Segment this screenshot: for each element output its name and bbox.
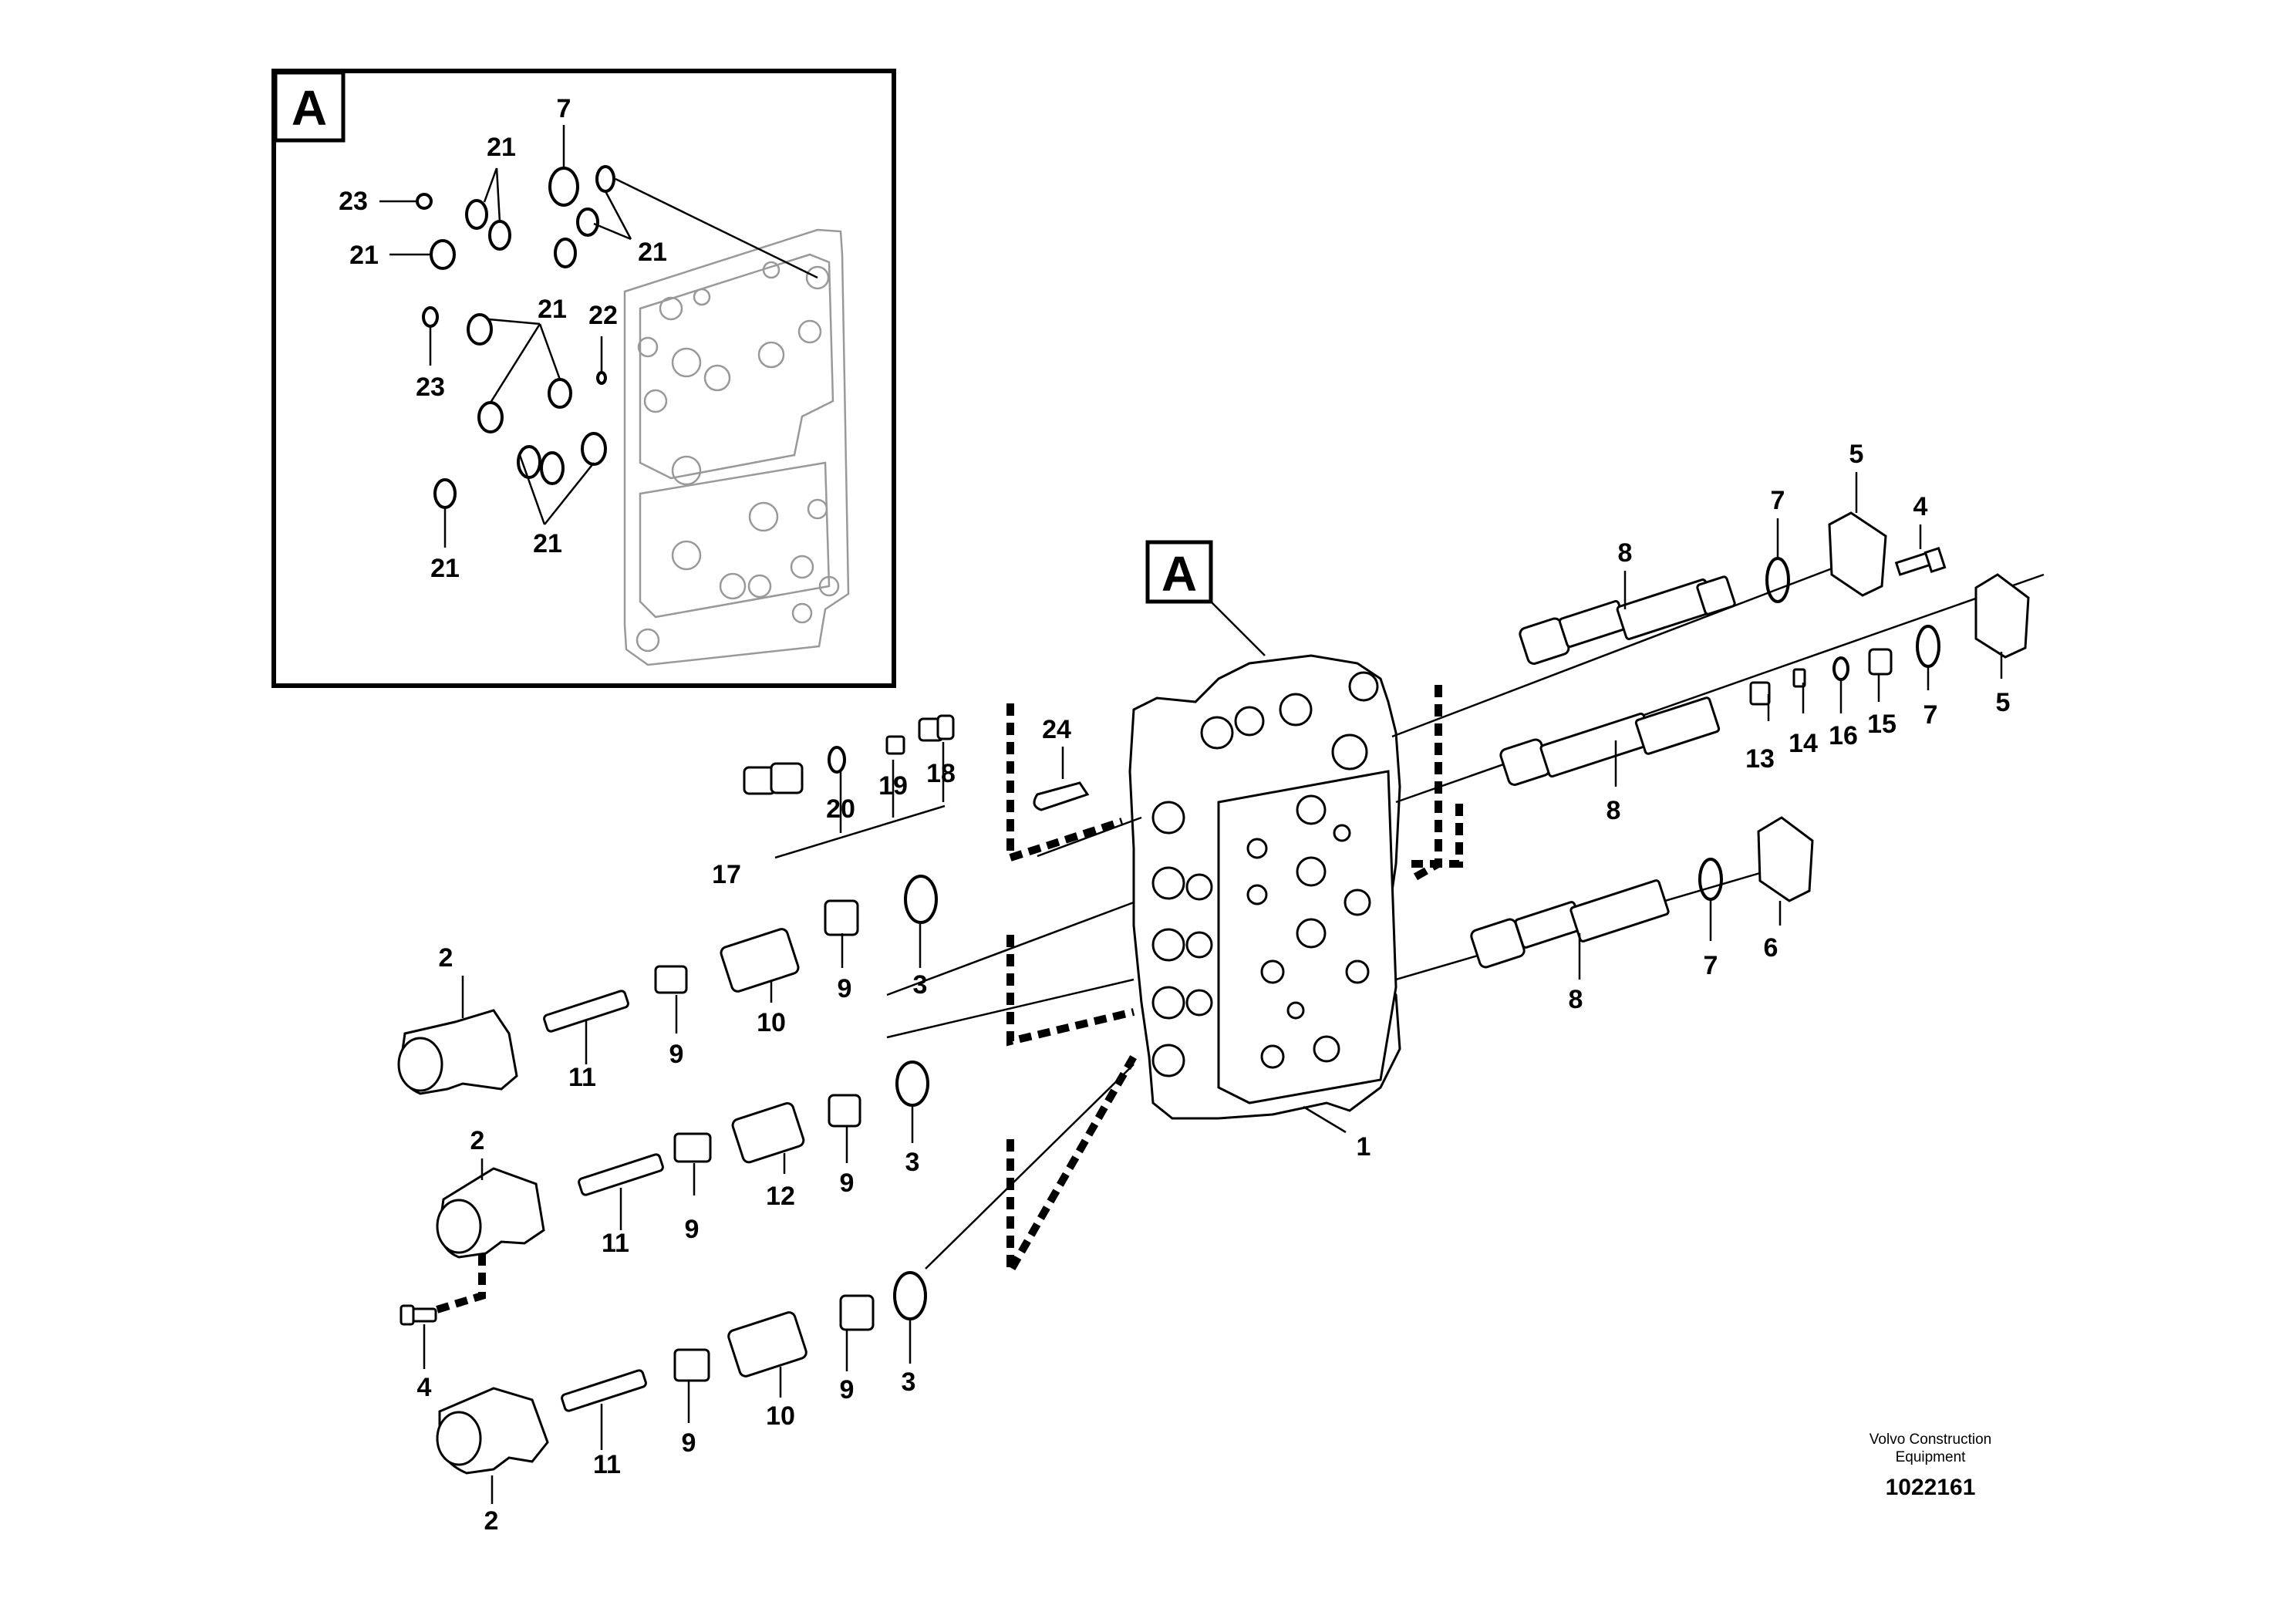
label-16: 16 xyxy=(1829,721,1858,750)
o-ring-16 xyxy=(1832,656,1849,681)
label-2-bottom: 2 xyxy=(484,1506,499,1536)
label-9-bottom-b: 9 xyxy=(840,1375,855,1404)
label-14: 14 xyxy=(1789,729,1818,758)
credit-line-1: Volvo Construction xyxy=(1870,1431,1991,1448)
label-18: 18 xyxy=(926,759,956,788)
label-19: 19 xyxy=(878,771,908,801)
label-8-upper: 8 xyxy=(1618,538,1633,568)
bolt-4-lower xyxy=(400,1304,437,1326)
cover-6 xyxy=(1757,816,1814,902)
plug-24 xyxy=(1033,781,1090,811)
label-20: 20 xyxy=(826,794,855,824)
label-detail-23-top: 23 xyxy=(339,187,368,216)
label-detail-22: 22 xyxy=(588,301,618,330)
right-spool-upper xyxy=(1519,575,1736,665)
detail-frame xyxy=(271,69,896,688)
valve-plate-gray xyxy=(623,228,850,666)
label-2-middle: 2 xyxy=(470,1126,485,1155)
credit-line-2: Equipment xyxy=(1896,1449,1967,1465)
label-1: 1 xyxy=(1357,1132,1371,1162)
bolt-4-upper xyxy=(1894,546,1947,576)
label-3-bottom: 3 xyxy=(902,1367,916,1397)
dashed-connectors xyxy=(430,685,1463,1315)
label-detail-21-bottom: 21 xyxy=(533,529,562,558)
label-detail-21-mid: 21 xyxy=(538,295,567,324)
o-ring-7-middle xyxy=(1916,625,1940,668)
label-4-upper: 4 xyxy=(1913,492,1928,521)
left-assembly-top xyxy=(397,875,938,1095)
label-10-top: 10 xyxy=(757,1008,786,1037)
callout-letter-box xyxy=(1145,540,1213,604)
publisher-credit: Volvo Construction Equipment 1022161 xyxy=(1870,1431,1991,1500)
label-11-middle: 11 xyxy=(602,1229,629,1258)
left-assembly-bottom xyxy=(436,1271,927,1475)
valve-body xyxy=(1128,654,1401,1120)
label-9-middle-a: 9 xyxy=(685,1215,700,1244)
detail-letter: A xyxy=(292,80,327,136)
o-ring-7-lower xyxy=(1698,858,1723,901)
label-11-bottom: 11 xyxy=(593,1450,621,1479)
label-5-upper: 5 xyxy=(1849,440,1864,469)
detail-letter-box xyxy=(273,70,346,143)
cover-5-lower xyxy=(1974,573,2030,659)
label-detail-21-left: 21 xyxy=(349,241,379,270)
label-3-top: 3 xyxy=(913,970,928,1000)
left-assembly-middle xyxy=(436,1061,929,1259)
label-24: 24 xyxy=(1042,715,1071,744)
label-17: 17 xyxy=(712,860,741,889)
label-10-bottom: 10 xyxy=(766,1401,795,1431)
label-7-lower: 7 xyxy=(1704,951,1718,980)
check-valve-assembly-17 xyxy=(743,714,955,795)
part-15 xyxy=(1868,648,1893,676)
label-9-top-a: 9 xyxy=(669,1040,684,1069)
label-6: 6 xyxy=(1764,933,1778,963)
detail-a-inset: A xyxy=(271,69,896,688)
part-14 xyxy=(1792,668,1806,688)
label-3-middle: 3 xyxy=(905,1148,920,1177)
right-spool-middle xyxy=(1499,696,1721,786)
detail-labels: 7 21 23 21 21 21 22 23 21 21 xyxy=(339,94,667,583)
label-8-lower: 8 xyxy=(1569,985,1583,1014)
right-spool-lower xyxy=(1470,879,1670,969)
label-7-upper: 7 xyxy=(1771,486,1785,515)
label-detail-7: 7 xyxy=(557,94,571,123)
document-number: 1022161 xyxy=(1886,1475,1976,1500)
label-9-bottom-a: 9 xyxy=(682,1428,696,1458)
callout-letter: A xyxy=(1161,546,1197,602)
main-labels: 5 7 4 8 5 7 15 16 14 13 8 24 18 19 20 17… xyxy=(417,440,2011,1536)
label-9-middle-b: 9 xyxy=(840,1168,855,1198)
label-9-top-b: 9 xyxy=(838,974,852,1003)
label-2-top: 2 xyxy=(439,943,453,973)
label-ticks xyxy=(423,472,2003,1504)
label-detail-21-top: 21 xyxy=(487,133,516,162)
label-12: 12 xyxy=(766,1182,795,1211)
label-5-lower: 5 xyxy=(1996,688,2011,717)
callout-leader xyxy=(1210,601,1266,656)
part-13 xyxy=(1749,681,1771,706)
callout-a: A xyxy=(1145,540,1266,656)
label-13: 13 xyxy=(1745,744,1775,774)
label-detail-21-lowleft: 21 xyxy=(430,554,460,583)
label-15: 15 xyxy=(1867,710,1896,739)
o-ring-7-upper xyxy=(1765,557,1790,603)
label-detail-21-right: 21 xyxy=(638,238,667,267)
detail-leaders xyxy=(379,125,818,548)
label-7-middle: 7 xyxy=(1923,700,1938,730)
label-8-middle: 8 xyxy=(1607,796,1621,825)
label-4-lower: 4 xyxy=(417,1373,432,1402)
label-11-top: 11 xyxy=(568,1063,596,1092)
label-detail-23-bottom: 23 xyxy=(416,373,445,402)
cover-5-upper xyxy=(1828,511,1887,597)
